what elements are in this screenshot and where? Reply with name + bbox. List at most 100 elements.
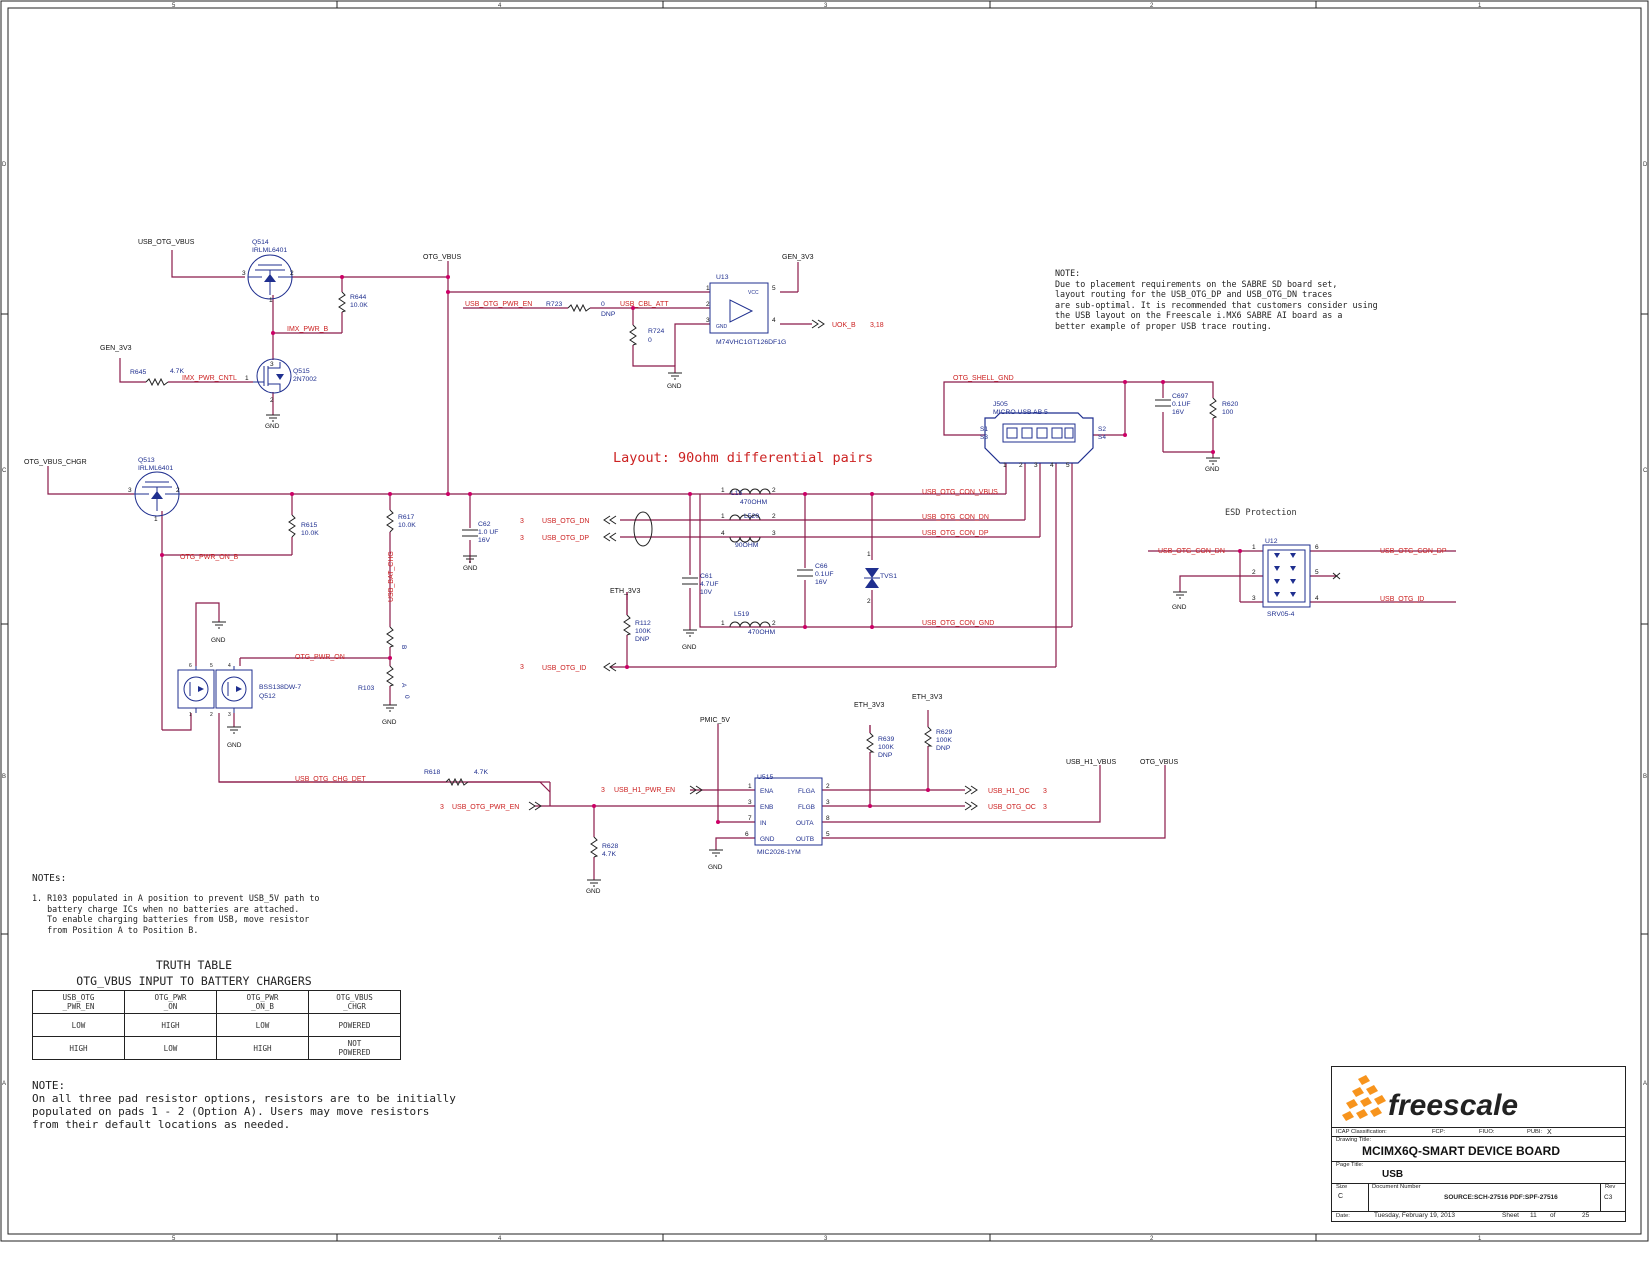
- transistor-q514: [247, 254, 293, 300]
- truth-table-cell: HIGH: [124, 1013, 217, 1037]
- svg-text:4: 4: [772, 317, 776, 324]
- freescale-logo-icon: [1342, 1075, 1386, 1121]
- gnd-label: GND: [211, 637, 226, 644]
- note-bottom: NOTE: On all three pad resistor options,…: [32, 1079, 456, 1131]
- volt-c61: 10V: [700, 589, 713, 596]
- value-c61: 4.7UF: [700, 581, 719, 588]
- ref-l15: L15: [731, 490, 743, 497]
- truth-table-title: TRUTH TABLE: [155, 958, 233, 972]
- truth-table-cell: HIGH: [32, 1036, 125, 1060]
- svg-text:2: 2: [290, 270, 294, 277]
- ic-u13: [709, 282, 769, 334]
- ref-r723: R723: [546, 301, 562, 308]
- border-col-label: 4: [498, 1236, 502, 1242]
- page-ref: 3: [520, 518, 524, 525]
- truth-table-cell: POWERED: [308, 1013, 401, 1037]
- icap-label: ICAP Classification:: [1336, 1129, 1387, 1135]
- value-l15: 470OHM: [740, 499, 768, 506]
- ref-c697: C697: [1172, 393, 1188, 400]
- notes-left-body: 1. R103 populated in A position to preve…: [32, 893, 320, 935]
- offpage-arrows: [528, 319, 1341, 811]
- pubi-label: PUBI:: [1527, 1129, 1543, 1135]
- ref-l520: L520: [744, 513, 759, 520]
- net-label-usb-otg-vbus: USB_OTG_VBUS: [138, 239, 195, 246]
- net-label-otg-vbus: OTG_VBUS: [1140, 759, 1178, 766]
- svg-text:6: 6: [189, 663, 192, 669]
- net-label-otg-shell-gnd: OTG_SHELL_GND: [953, 375, 1014, 382]
- border-col-label: 5: [172, 3, 176, 9]
- net-label-usb-otg-dn: USB_OTG_DN: [542, 518, 589, 525]
- svg-text:1: 1: [1003, 462, 1007, 469]
- ref-u13: U13: [716, 274, 729, 281]
- ref-c62: C62: [478, 521, 491, 528]
- truth-table-cell: HIGH: [216, 1036, 309, 1060]
- page-ref: 3: [1043, 788, 1047, 795]
- svg-text:5: 5: [210, 663, 213, 669]
- svg-text:1: 1: [748, 783, 752, 790]
- pin-label-s2: S2: [1098, 426, 1106, 433]
- page-title-label: Page Title:: [1336, 1162, 1364, 1168]
- svg-text:4: 4: [721, 530, 725, 537]
- svg-text:2: 2: [867, 598, 871, 605]
- gnd-symbols: [212, 372, 1220, 887]
- border-col-label: 2: [1150, 3, 1154, 9]
- svg-text:3: 3: [128, 487, 132, 494]
- value-r639: 100K: [878, 744, 894, 751]
- svg-text:3: 3: [228, 712, 231, 718]
- volt-c697: 16V: [1172, 409, 1185, 416]
- svg-text:1: 1: [706, 285, 710, 292]
- value-r617: 10.0K: [398, 522, 416, 529]
- date-value: Tuesday, February 19, 2013: [1374, 1212, 1455, 1219]
- ref-c61: C61: [700, 573, 713, 580]
- gnd-label: GND: [265, 423, 280, 430]
- svg-text:1: 1: [721, 620, 725, 627]
- value-r628: 4.7K: [602, 851, 616, 858]
- gnd-label: GND: [667, 383, 682, 390]
- value-c697: 0.1UF: [1172, 401, 1191, 408]
- net-label-otg-pwr-on-b: OTG_PWR_ON_B: [180, 554, 239, 561]
- dnp-r112: DNP: [635, 636, 650, 643]
- pin-label-gnd: GND: [760, 836, 775, 843]
- capacitor-symbols: [462, 399, 1171, 585]
- gnd-label: GND: [227, 742, 242, 749]
- ref-r629: R629: [936, 729, 952, 736]
- svg-text:1: 1: [154, 516, 158, 523]
- svg-text:4: 4: [228, 663, 231, 669]
- svg-text:2: 2: [772, 487, 776, 494]
- pin-label-outb: OUTB: [796, 836, 814, 843]
- truth-table-cell: LOW: [32, 1013, 125, 1037]
- size-label: Size: [1336, 1184, 1348, 1190]
- net-label-eth-3v3: ETH_3V3: [912, 694, 942, 701]
- truth-table-header: OTG_PWR _ON: [124, 990, 217, 1014]
- ref-r617: R617: [398, 514, 414, 521]
- svg-text:2: 2: [826, 783, 830, 790]
- truth-table-cell: NOT POWERED: [308, 1036, 401, 1060]
- gnd-label: GND: [1172, 604, 1187, 611]
- wires: [47, 250, 1456, 880]
- freescale-logo: freescale: [1342, 1075, 1518, 1122]
- pin-label-gnd: GND: [716, 324, 728, 330]
- net-label-usb-otg-oc: USB_OTG_OC: [988, 804, 1036, 811]
- gnd-label: GND: [382, 719, 397, 726]
- part-u12: SRV05-4: [1267, 611, 1295, 618]
- svg-text:1: 1: [721, 513, 725, 520]
- svg-text:2: 2: [176, 487, 180, 494]
- ref-r644: R644: [350, 294, 366, 301]
- transistor-q513: [134, 471, 180, 517]
- ref-q512: Q512: [259, 693, 276, 700]
- of-value: 25: [1582, 1212, 1590, 1219]
- notes-left-title: NOTEs:: [32, 873, 67, 884]
- border-col-label: 1: [1478, 3, 1482, 9]
- page-ref-uok-b: 3,18: [870, 322, 884, 329]
- value-r618: 4.7K: [474, 769, 488, 776]
- title-block: freescale ICAP Classification: FCP: FIUO…: [1331, 1066, 1626, 1222]
- r103-pos-a: A: [400, 683, 407, 688]
- of-label: of: [1550, 1212, 1556, 1219]
- dnp-r723: DNP: [601, 311, 616, 318]
- value-r645: 4.7K: [170, 368, 184, 375]
- ref-q513: Q513: [138, 457, 155, 464]
- page-title: USB: [1382, 1169, 1404, 1180]
- ref-q515: Q515: [293, 368, 310, 375]
- border-col-label: 3: [824, 3, 828, 9]
